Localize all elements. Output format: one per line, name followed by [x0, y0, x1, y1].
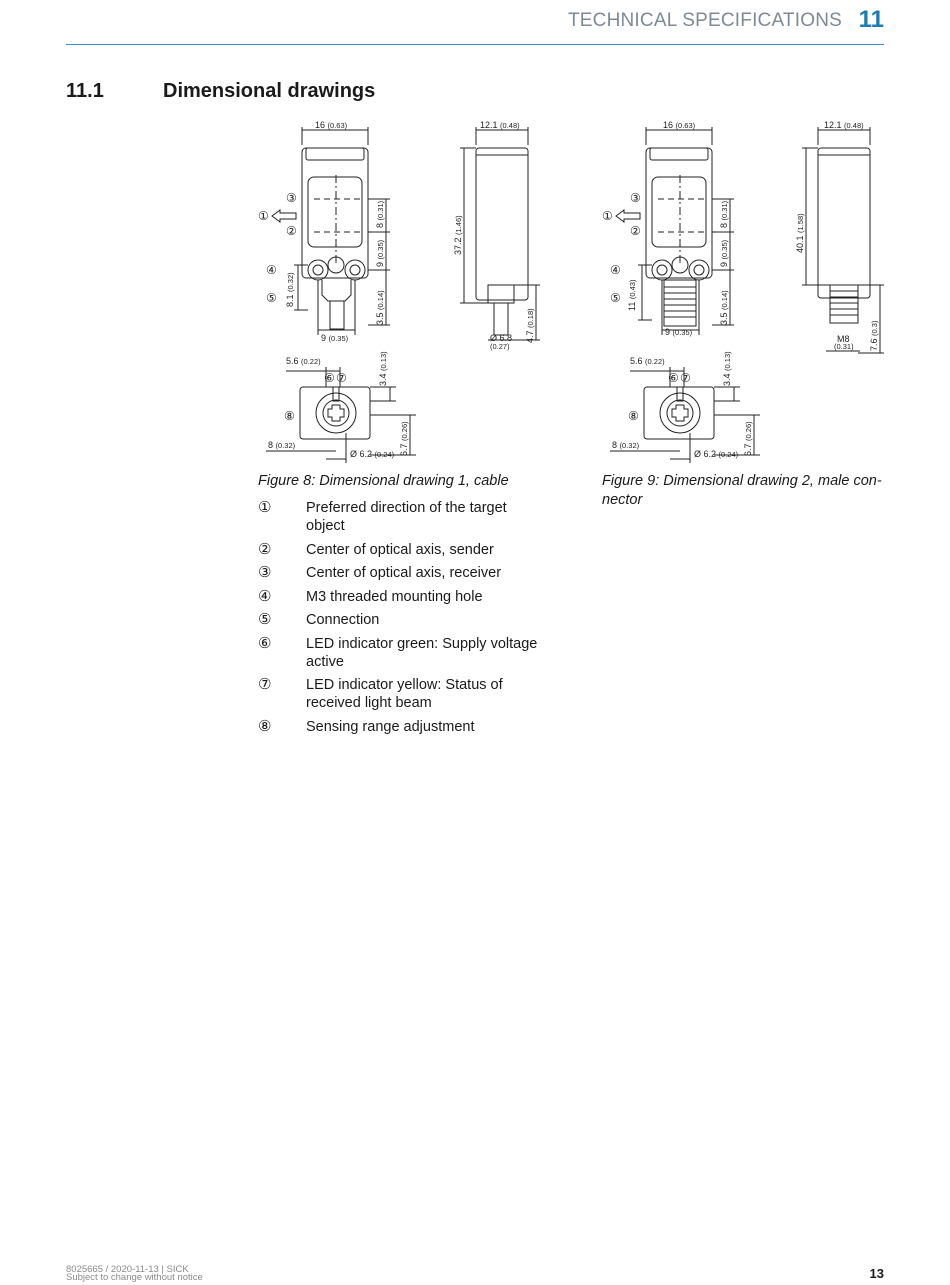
legend-mark: ⑥ — [258, 634, 272, 652]
dim-adjuster-diameter: Ø 6.2 (0.24) — [350, 449, 395, 459]
legend-item: ⑧ Sensing range adjustment — [258, 718, 548, 736]
legend-text: Preferred direction of the target object — [306, 500, 507, 534]
chapter-number: 11 — [858, 6, 884, 33]
dim-adjuster-height-2: 6.7 (0.26) — [743, 421, 753, 456]
dim-top-depth-2: 3.4 (0.13) — [722, 351, 732, 386]
legend-text: LED indicator green: Supply voltage acti… — [306, 635, 538, 670]
dim-hole-offset-2: 11 (0.43) — [627, 279, 637, 311]
page-number: 13 — [869, 1266, 884, 1281]
figure-9-caption: Figure 9: Dimensional drawing 2, male co… — [602, 472, 892, 510]
legend-mark: ⑦ — [258, 676, 272, 693]
dim-connector-length: 7.6 (0.3) — [869, 320, 879, 351]
legend-item: ① Preferred direction of the target obje… — [258, 499, 548, 535]
dim-hole-spacing-2: 9 (0.35) — [665, 327, 693, 337]
section-number: 11.1 — [66, 80, 104, 102]
footer-document-info: 8025665 / 2020-11-13 | SICK Subject to c… — [66, 1264, 203, 1283]
dim-top-width: 16 (0.63) — [315, 120, 348, 130]
callout-5: ⑤ — [266, 291, 277, 305]
callout-2: ② — [286, 224, 297, 238]
callout-6: ⑥ — [324, 371, 335, 385]
dim-axis-to-hole-2: 9 (0.35) — [719, 239, 729, 267]
section-title: Dimensional drawings — [163, 80, 376, 102]
dim-axis-to-hole: 9 (0.35) — [375, 239, 385, 267]
callout-3: ③ — [286, 191, 297, 205]
figure-9-caption-line1: Figure 9: Dimensional drawing 2, male co… — [602, 473, 882, 489]
callout-1: ① — [258, 209, 269, 223]
dim-height: 37.2 (1.46) — [453, 215, 463, 255]
legend-text: Connection — [306, 612, 380, 628]
dim-hole-to-bottom: 3.5 (0.14) — [375, 290, 385, 325]
dim-adjuster-height: 6.7 (0.26) — [399, 421, 409, 456]
dim-cable-length: 4.7 (0.18) — [525, 308, 535, 343]
legend-mark: ⑤ — [258, 611, 272, 628]
legend-mark: ⑧ — [258, 717, 272, 735]
footer-doc-id: 8025665 / 2020-11-13 | SICK — [66, 1264, 189, 1275]
callout-7-fig2: ⑦ — [680, 371, 691, 385]
dim-side-width-2: 12.1 (0.48) — [824, 120, 864, 130]
legend-text: Center of optical axis, receiver — [306, 565, 502, 581]
legend-mark: ② — [258, 540, 272, 558]
legend-mark: ① — [258, 499, 272, 516]
legend-text: Center of optical axis, sender — [306, 541, 494, 558]
dim-cable-diameter-in: (0.27) — [490, 342, 510, 351]
callout-legend: ① Preferred direction of the target obje… — [258, 499, 548, 741]
legend-item: ④ M3 threaded mounting hole — [258, 588, 548, 606]
dim-hole-spacing: 9 (0.35) — [321, 333, 349, 343]
legend-text: LED indicator yellow: Status of received… — [306, 677, 503, 711]
legend-text: M3 threaded mounting hole — [306, 588, 483, 605]
legend-item: ③ Center of optical axis, receiver — [258, 564, 548, 582]
dim-thread: M8 — [837, 334, 850, 344]
dim-bottom-offset: 8 (0.32) — [268, 440, 296, 450]
dim-bottom-offset-2: 8 (0.32) — [612, 440, 640, 450]
callout-4: ④ — [266, 263, 277, 277]
dim-thread-in: (0.31) — [834, 342, 854, 351]
figure-8-caption: Figure 8: Dimensional drawing 1, cable — [258, 473, 509, 489]
dimensional-drawing-connector: 16 (0.63) 12.1 (0.48) 8 (0.31) 9 (0.35) … — [602, 120, 884, 463]
legend-item: ⑤ Connection — [258, 611, 548, 629]
footer-notice: Subject to change without notice — [66, 1272, 203, 1283]
callout-7: ⑦ — [336, 371, 347, 385]
header-rule — [66, 44, 884, 45]
callout-8: ⑧ — [284, 409, 295, 423]
dim-top-depth: 3.4 (0.13) — [378, 351, 388, 386]
legend-text: Sensing range adjustment — [306, 718, 475, 735]
callout-8-fig2: ⑧ — [628, 409, 639, 423]
dim-axis-spacing-2: 8 (0.31) — [719, 200, 729, 228]
dim-top-width-2: 16 (0.63) — [663, 120, 696, 130]
dim-top-offset: 5.6 (0.22) — [286, 356, 321, 366]
legend-item: ⑥ LED indicator green: Supply voltage ac… — [258, 635, 548, 671]
legend-mark: ③ — [258, 564, 272, 581]
dim-top-offset-2: 5.6 (0.22) — [630, 356, 665, 366]
callout-2-fig2: ② — [630, 224, 641, 238]
dim-adjuster-diameter-2: Ø 6.2 (0.24) — [694, 449, 739, 459]
dimensional-drawing-cable: 16 (0.63) 12.1 (0.48) 8 (0.31) 9 (0.35) … — [258, 120, 540, 463]
dim-cable-diameter: Ø 6.8 — [490, 333, 512, 343]
dim-side-width: 12.1 (0.48) — [480, 120, 520, 130]
figure-9-caption-line2: nector — [602, 492, 643, 508]
chapter-title: TECHNICAL SPECIFICATIONS — [567, 10, 842, 31]
dim-hole-offset: 8.1 (0.32) — [285, 272, 295, 307]
callout-6-fig2: ⑥ — [668, 371, 679, 385]
legend-item: ② Center of optical axis, sender — [258, 541, 548, 559]
dim-height-2: 40.1 (1.58) — [795, 213, 805, 253]
dim-hole-to-bottom-2: 3.5 (0.14) — [719, 290, 729, 325]
dim-axis-spacing: 8 (0.31) — [375, 200, 385, 228]
callout-5-fig2: ⑤ — [610, 291, 621, 305]
callout-3-fig2: ③ — [630, 191, 641, 205]
legend-item: ⑦ LED indicator yellow: Status of receiv… — [258, 676, 548, 712]
callout-1-fig2: ① — [602, 209, 613, 223]
callout-4-fig2: ④ — [610, 263, 621, 277]
legend-mark: ④ — [258, 587, 272, 605]
